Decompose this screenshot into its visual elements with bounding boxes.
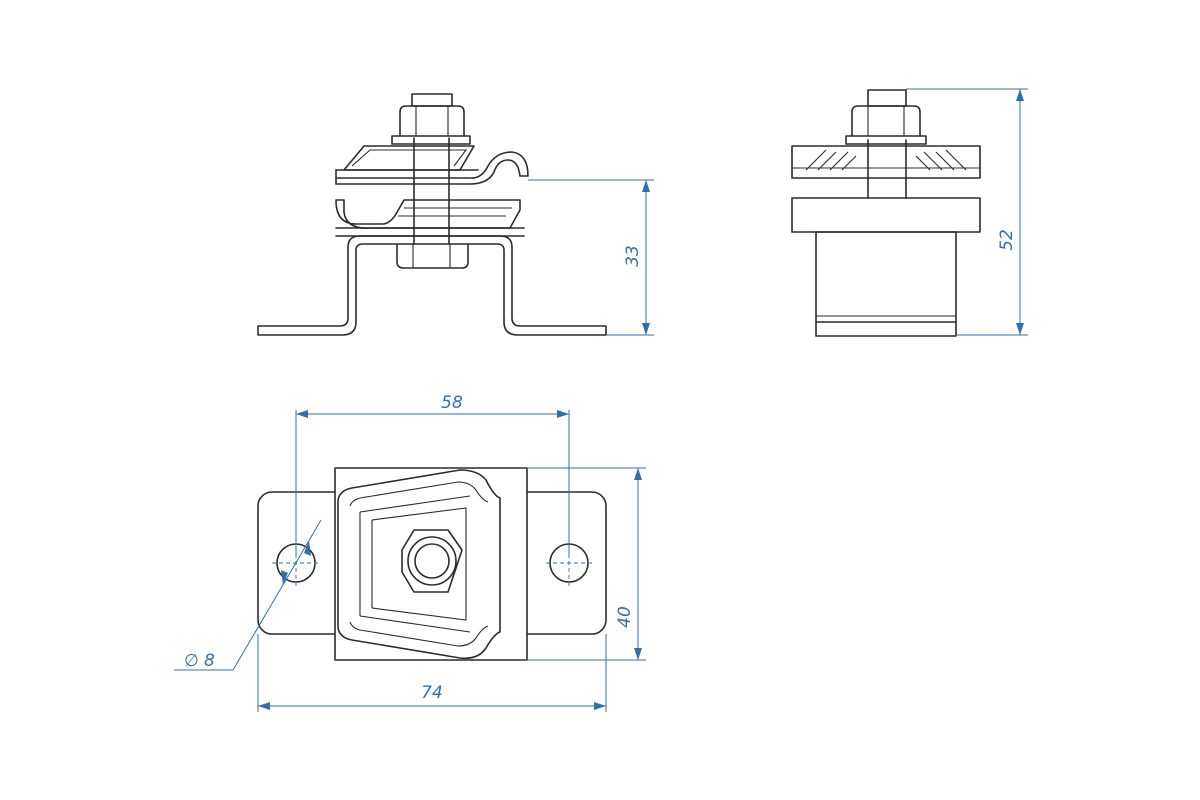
front-view [791, 89, 981, 337]
dimension-label-58: 58 [441, 393, 463, 413]
dimension-front-height: 52 [906, 88, 1028, 336]
side-view [257, 93, 607, 336]
dimension-label-52: 52 [997, 229, 1017, 251]
dimension-label-33: 33 [623, 245, 643, 267]
dimension-label-8: 8 [204, 651, 215, 671]
dimension-label-74: 74 [421, 683, 443, 703]
dimension-overall-length: 74 [257, 634, 607, 712]
dimension-hole-spacing: 58 [295, 393, 570, 556]
dimension-diameter-symbol: ∅ [184, 651, 199, 671]
dimension-base-width: 40 [527, 467, 646, 661]
dimension-label-40: 40 [615, 606, 635, 628]
dimension-side-height: 33 [528, 179, 654, 336]
dimension-hole-diameter: ∅ 8 [174, 519, 322, 671]
top-view [257, 467, 607, 661]
